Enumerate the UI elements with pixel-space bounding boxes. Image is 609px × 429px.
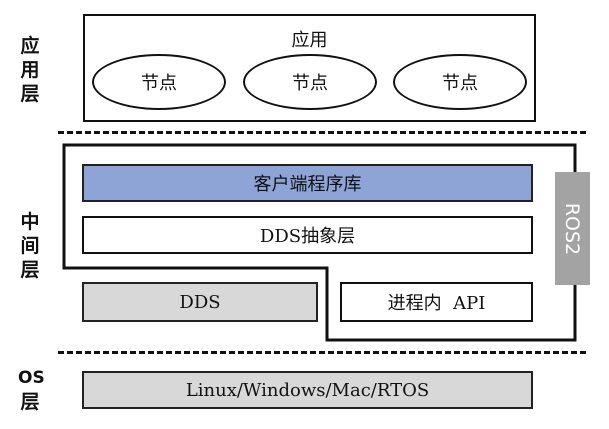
- layer-divider: [58, 351, 586, 354]
- dds-box: DDS: [82, 282, 318, 322]
- intra-process-api-label: 进程内 API: [387, 293, 486, 314]
- dds-abstraction-label: DDS抽象层: [259, 226, 356, 247]
- intra-process-api-box: 进程内 API: [340, 282, 533, 322]
- client-library-box: 客户端程序库: [82, 164, 533, 202]
- os-platforms-label: Linux/Windows/Mac/RTOS: [185, 379, 430, 401]
- layer-divider: [58, 131, 586, 134]
- node-ellipse-3: 节点: [393, 54, 527, 110]
- application-title: 应用: [291, 30, 328, 51]
- ros2-label: ROS2: [561, 202, 584, 255]
- ros2-bar: ROS2: [555, 172, 590, 285]
- node-label: 节点: [141, 73, 177, 94]
- application-layer-label: 应 用 层: [20, 35, 40, 105]
- node-label: 节点: [442, 73, 478, 94]
- dds-abstraction-box: DDS抽象层: [82, 216, 533, 254]
- dds-label: DDS: [179, 291, 221, 313]
- node-label: 节点: [292, 73, 328, 94]
- os-layer-label: OS 层: [18, 368, 45, 413]
- os-platforms-box: Linux/Windows/Mac/RTOS: [82, 371, 533, 409]
- node-ellipse-1: 节点: [92, 54, 226, 110]
- client-library-label: 客户端程序库: [253, 174, 362, 195]
- middle-layer-label: 中 间 层: [20, 211, 40, 281]
- node-ellipse-2: 节点: [243, 54, 377, 110]
